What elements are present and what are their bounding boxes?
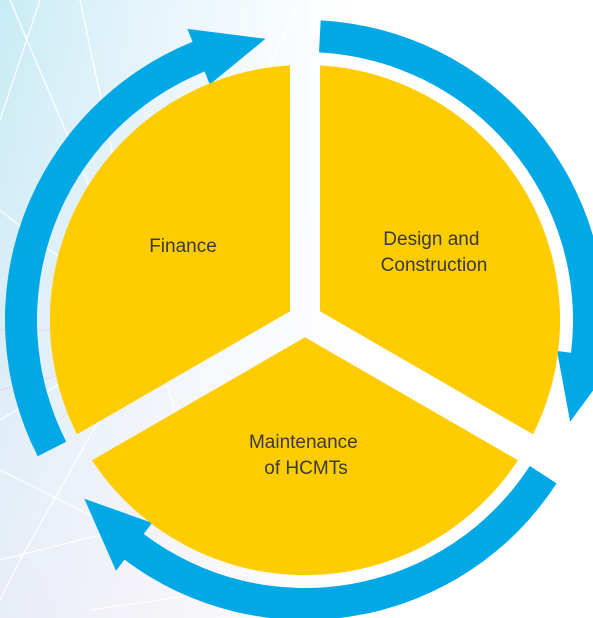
finance-label-line-1: Finance	[149, 236, 217, 257]
maintenance-label-line-2: of HCMTs	[264, 458, 347, 479]
cycle-arrows	[4, 20, 593, 618]
cycle-segments	[49, 65, 561, 576]
segment-label-finance: Finance	[149, 236, 217, 257]
maintenance-label-line-1: Maintenance	[249, 432, 358, 453]
arrow-finance-to-design	[4, 28, 266, 457]
segment-design-construction	[320, 65, 561, 435]
arrow-design-to-maintenance	[319, 20, 593, 422]
segment-label-design-construction: Design and Construction	[381, 229, 488, 276]
segment-finance	[49, 65, 290, 435]
design-label-line-1: Design and	[383, 229, 479, 250]
design-label-line-2: Construction	[381, 255, 488, 276]
segment-labels: Finance Design and Construction Maintena…	[149, 229, 487, 479]
segment-maintenance	[92, 337, 518, 576]
segment-label-maintenance: Maintenance of HCMTs	[249, 432, 363, 479]
arrow-maintenance-to-finance	[84, 466, 557, 618]
